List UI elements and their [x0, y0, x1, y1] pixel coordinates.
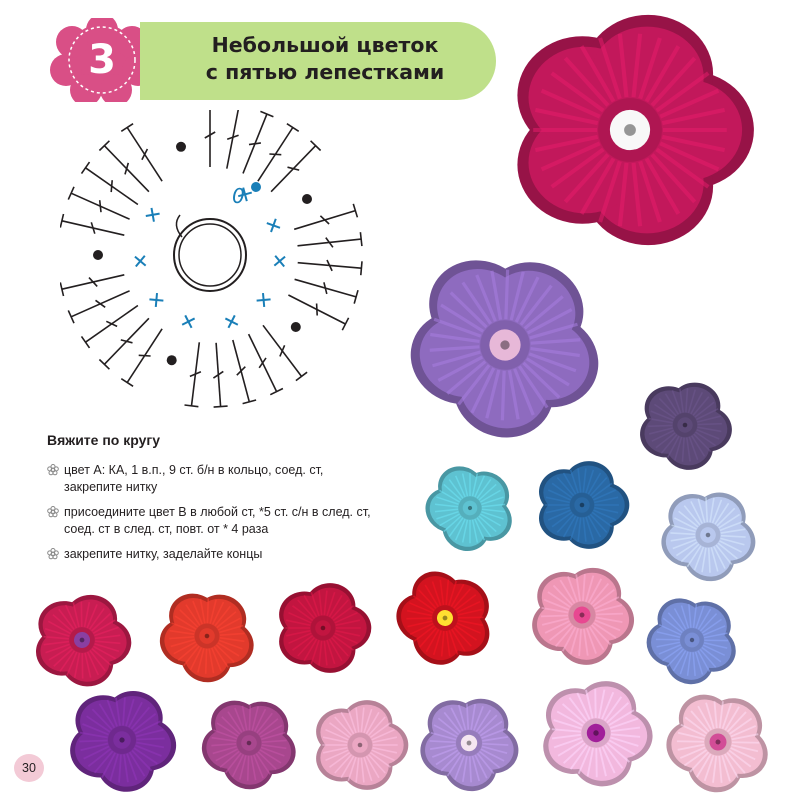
- single-crochet-symbol: [273, 255, 286, 268]
- petal-stitches: [60, 110, 363, 408]
- ring-tail: [175, 214, 183, 238]
- double-crochet-symbol: [67, 290, 130, 324]
- crochet-flower-photo: [35, 594, 132, 687]
- double-crochet-symbol: [60, 274, 125, 297]
- crochet-flower-photo: [425, 466, 512, 552]
- double-crochet-symbol: [184, 342, 202, 408]
- double-crochet-symbol: [98, 317, 150, 370]
- double-crochet-symbol: [297, 259, 363, 276]
- single-crochet-symbol: [266, 218, 281, 233]
- start-marker: 0: [232, 184, 245, 208]
- double-crochet-symbol: [288, 294, 350, 331]
- flower-bullet-icon: [47, 548, 59, 560]
- slip-stitch-dot: [302, 194, 312, 204]
- double-crochet-symbol: [60, 213, 125, 236]
- double-crochet-symbol: [270, 140, 322, 193]
- crochet-flower-photo: [640, 382, 732, 470]
- magic-ring: [173, 218, 247, 292]
- crochet-flower-photo: [316, 700, 409, 790]
- double-crochet-symbol: [204, 110, 216, 167]
- double-crochet-symbol: [212, 342, 228, 408]
- single-crochet-symbol: [149, 292, 164, 308]
- crochet-flower-photo: [532, 567, 635, 665]
- crochet-flower-photo: [666, 694, 768, 793]
- step-text: присоедините цвет B в любой ст, *5 ст. с…: [64, 505, 371, 519]
- title-bar: [140, 22, 496, 100]
- flower-bullet-icon: [47, 464, 59, 476]
- crochet-flower-photo: [396, 571, 490, 665]
- flower-badge-shape: [50, 14, 154, 106]
- magic-ring-inner: [178, 223, 242, 287]
- step-text: цвет A: КА, 1 в.п., 9 ст. б/н в кольцо, …: [64, 463, 324, 477]
- instructions-heading: Вяжите по кругу: [47, 432, 161, 448]
- crochet-flower-photo: [543, 681, 653, 787]
- flower-bullet-icon: [47, 506, 59, 518]
- crochet-flower-photo: [539, 461, 630, 549]
- crochet-flower-photo: [279, 583, 372, 673]
- title-line-1: Небольшой цветок: [211, 33, 439, 57]
- double-crochet-symbol: [80, 304, 139, 349]
- crochet-flower-photo: [661, 492, 756, 582]
- double-crochet-symbol: [294, 278, 359, 304]
- double-crochet-symbol: [67, 186, 130, 220]
- double-crochet-symbol: [120, 328, 163, 387]
- slip-stitch-dot: [93, 250, 103, 260]
- double-crochet-symbol: [232, 339, 257, 405]
- crochet-flower-photo: [159, 593, 254, 683]
- single-crochet-symbol: [256, 292, 271, 308]
- double-crochet-symbol: [257, 123, 300, 182]
- step-number-badge: 3: [47, 14, 157, 106]
- instruction-step: присоедините цвет B в любой ст, *5 ст. с…: [47, 504, 387, 537]
- single-crochet-symbol: [181, 314, 196, 329]
- crochet-flower-photo: [201, 700, 296, 790]
- single-crochet-symbol: [145, 207, 160, 222]
- start-dot: [251, 182, 261, 192]
- slip-stitch-dot: [290, 322, 301, 332]
- single-crochet-symbol: [134, 255, 147, 268]
- slip-stitch-dot: [166, 355, 177, 366]
- step-text: закрепите нитку: [64, 479, 158, 494]
- crochet-chart-diagram: 0: [60, 110, 363, 408]
- instructions: Вяжите по кругу цвет A: КА, 1 в.п., 9 ст…: [47, 432, 387, 572]
- step-number: 3: [88, 37, 116, 83]
- single-crochet-symbol: [237, 187, 253, 202]
- inner-round-stitches: [134, 187, 286, 329]
- double-crochet-symbol: [262, 324, 308, 382]
- single-crochet-symbol: [224, 314, 239, 329]
- crochet-flower-photo: [517, 14, 754, 246]
- crochet-flower-photo: [70, 690, 177, 792]
- page-title: Небольшой цветок с пятью лепестками: [160, 32, 490, 86]
- double-crochet-symbol: [297, 232, 363, 248]
- slip-stitch-dot: [176, 141, 186, 152]
- double-crochet-symbol: [247, 333, 284, 396]
- double-crochet-symbol: [98, 140, 150, 193]
- instruction-step: закрепите нитку, заделайте концы: [47, 546, 387, 563]
- step-text: закрепите нитку, заделайте концы: [64, 547, 263, 561]
- double-crochet-symbol: [226, 110, 239, 169]
- instruction-step: цвет A: КА, 1 в.п., 9 ст. б/н в кольцо, …: [47, 462, 387, 495]
- double-crochet-symbol: [80, 161, 139, 206]
- crochet-flower-photo: [646, 598, 736, 685]
- title-line-2: с пятью лепестками: [205, 60, 445, 84]
- step-text: соед. ст в след. ст, повт. от * 4 раза: [64, 521, 269, 536]
- double-crochet-symbol: [293, 203, 359, 231]
- double-crochet-symbol: [242, 110, 274, 174]
- double-crochet-symbol: [120, 123, 163, 182]
- page-number: 30: [14, 754, 44, 782]
- crochet-flower-photo: [420, 698, 519, 792]
- crochet-flower-photo: [410, 260, 599, 438]
